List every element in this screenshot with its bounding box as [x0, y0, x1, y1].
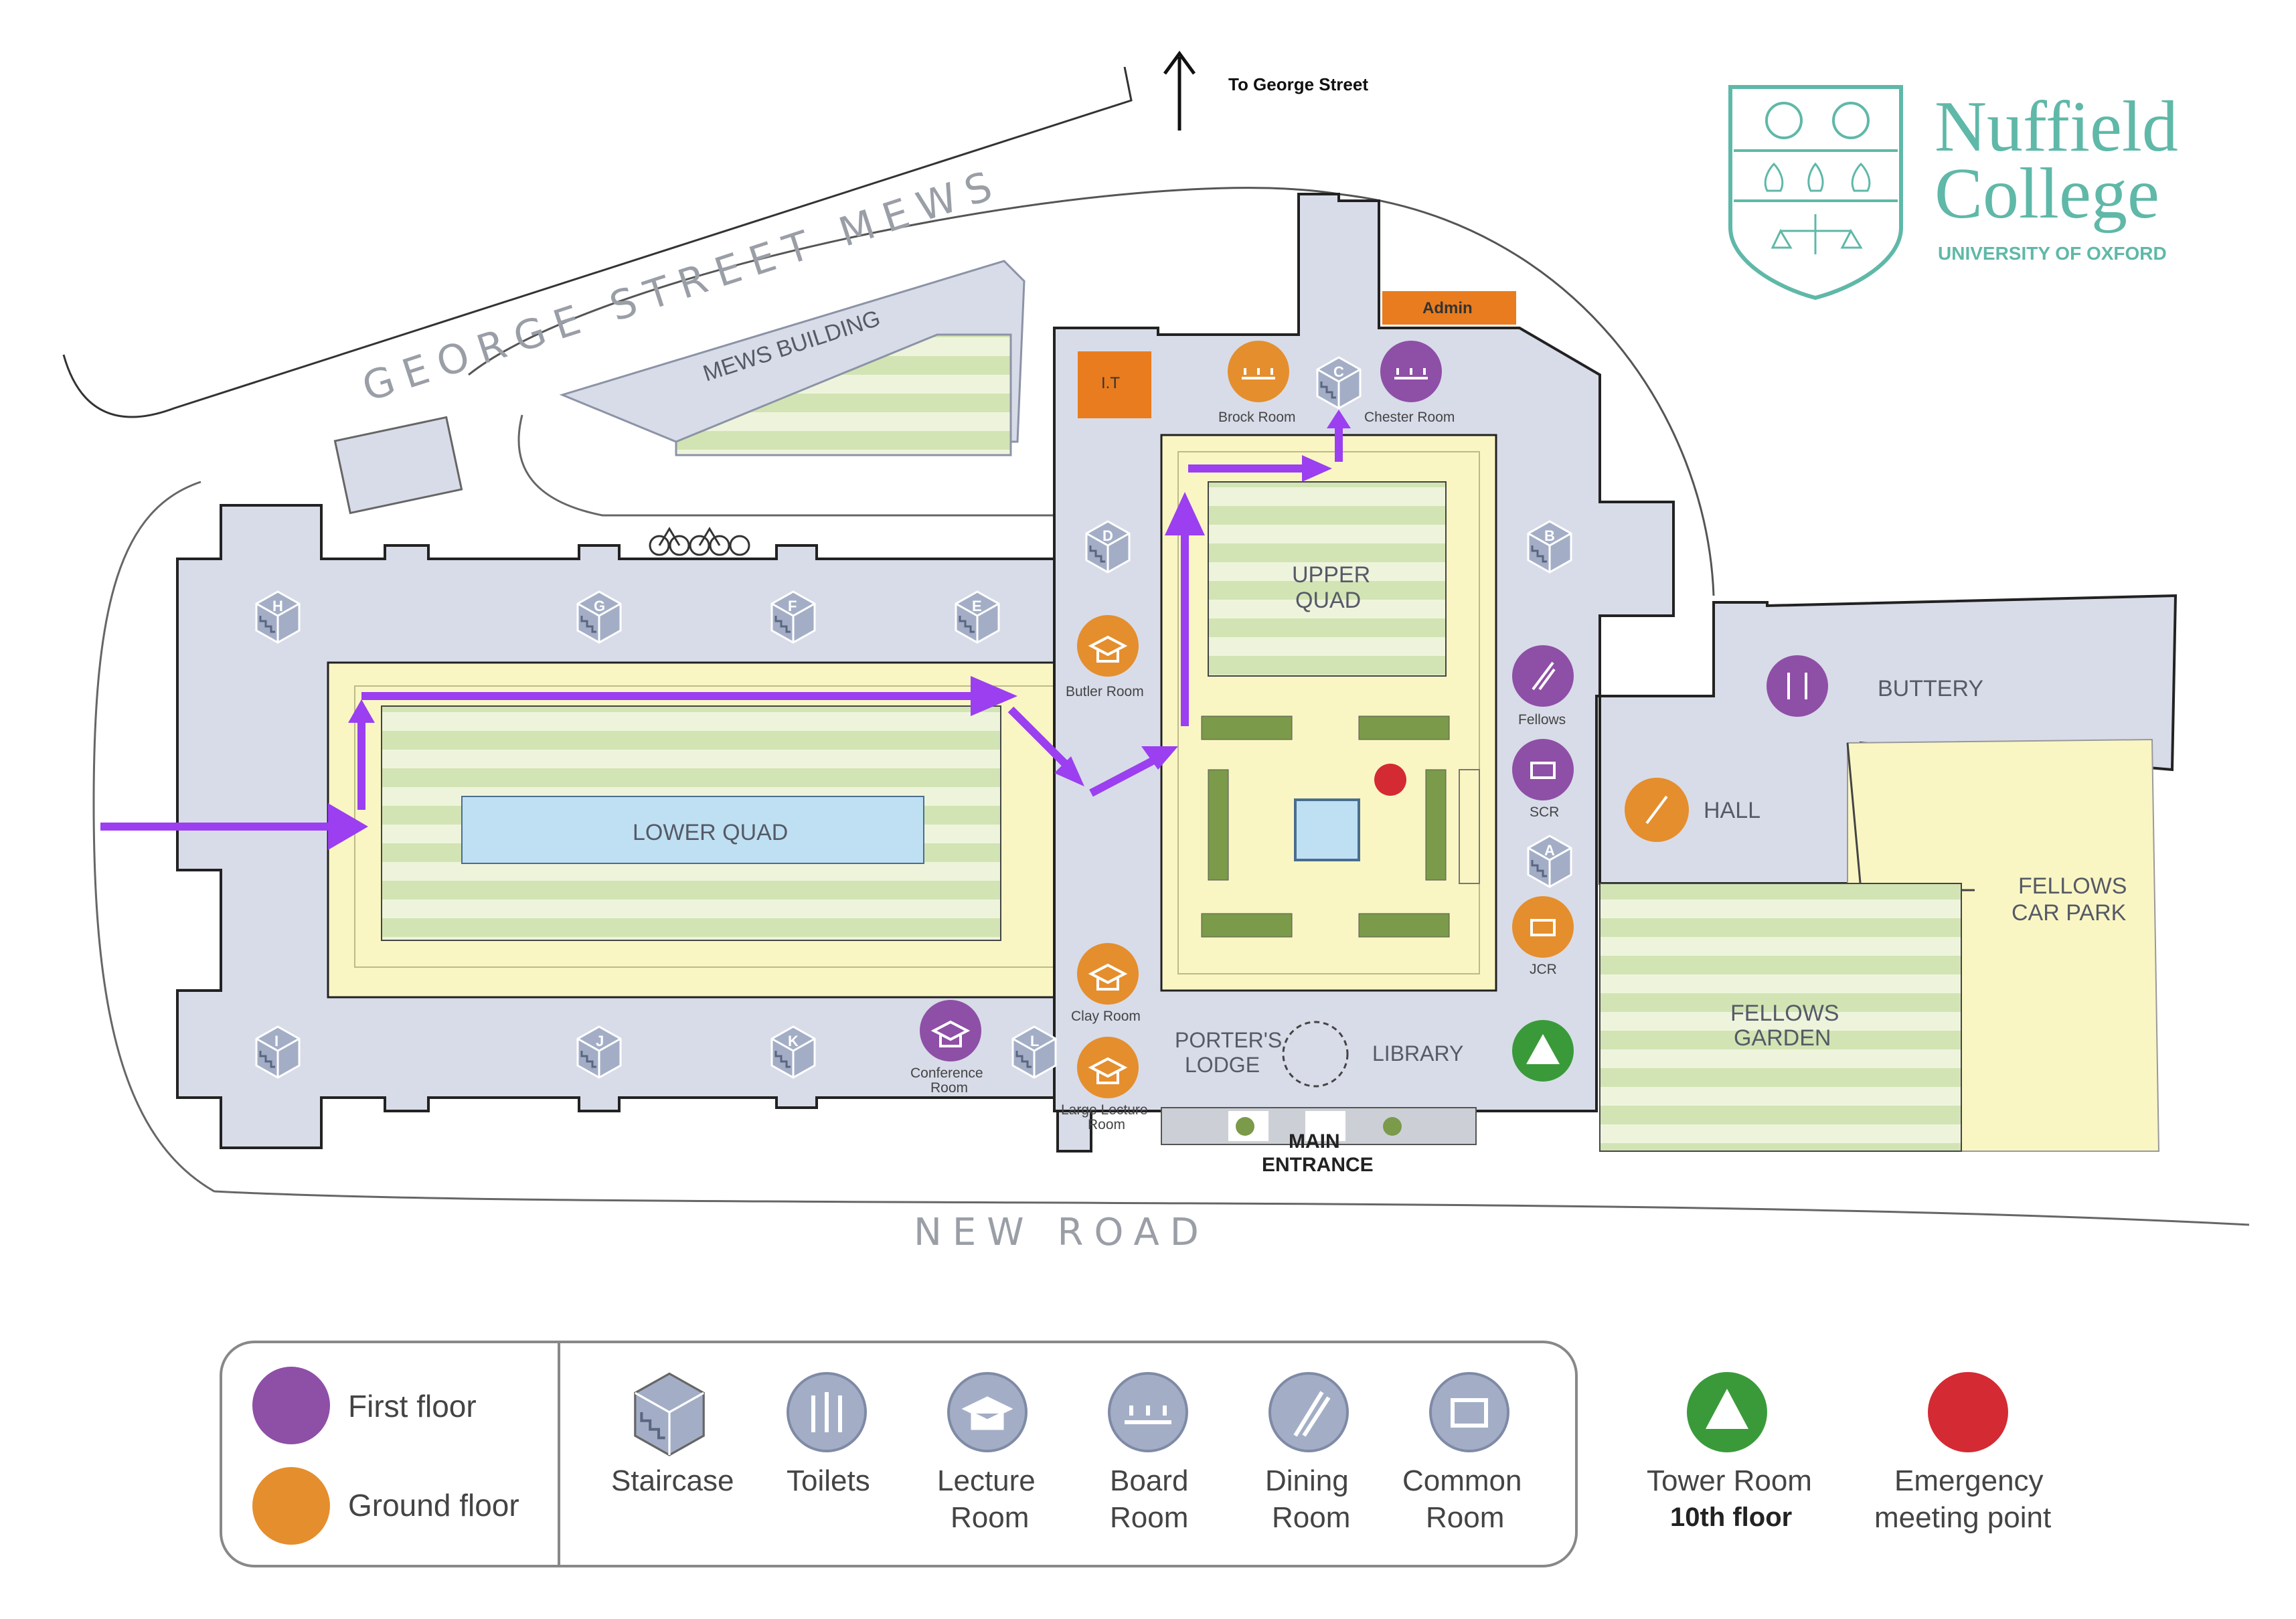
- mews-road-line-north: [62, 66, 1133, 418]
- porters-lodge-label-1: PORTER'S: [1175, 1028, 1282, 1052]
- buttery-label: BUTTERY: [1878, 676, 1983, 701]
- legend-board-1: Board: [1110, 1464, 1188, 1497]
- hall-label: HALL: [1704, 798, 1760, 823]
- garden-label-2: GARDEN: [1734, 1025, 1831, 1051]
- legend: First floor Ground floor Staircase Toile…: [220, 1341, 2051, 1567]
- hedges: [1201, 715, 1450, 938]
- logo-name-line2: College: [1935, 154, 2159, 234]
- mews-road-line-south: [468, 187, 1715, 596]
- svg-text:Chester Room: Chester Room: [1364, 410, 1455, 425]
- legend-tower-1: Tower Room: [1647, 1464, 1812, 1497]
- library-label: LIBRARY: [1372, 1041, 1463, 1066]
- route-arrowheads: [328, 410, 1351, 850]
- legend-box: [220, 1341, 1578, 1567]
- tower-room-glyph: [1526, 1034, 1560, 1064]
- svg-text:E: E: [972, 598, 982, 614]
- legend-dining-1: Dining: [1265, 1464, 1349, 1497]
- garden-label-1: FELLOWS: [1730, 1001, 1839, 1026]
- legend-emergency-2: meeting point: [1874, 1501, 2051, 1534]
- conference-room-marker: [920, 1000, 981, 1061]
- fountain: [1294, 798, 1360, 861]
- svg-text:Butler Room: Butler Room: [1066, 684, 1144, 699]
- svg-text:Room: Room: [1088, 1117, 1125, 1132]
- svg-text:L: L: [1030, 1033, 1039, 1049]
- fellows-garden: [1599, 883, 1962, 1152]
- svg-text:Conference: Conference: [910, 1066, 983, 1081]
- room-labels: Brock Room Chester Room Butler Room Fell…: [910, 410, 1566, 1132]
- inner-curve: [517, 414, 1084, 517]
- svg-text:Brock Room: Brock Room: [1218, 410, 1296, 425]
- main-entrance-label-1: MAIN: [1289, 1130, 1340, 1153]
- it-block: [1078, 351, 1151, 418]
- svg-text:K: K: [788, 1033, 799, 1049]
- route-arrows: [100, 422, 1343, 831]
- room-glyphs: [930, 368, 1807, 1084]
- legend-lecture-1: Lecture: [937, 1464, 1036, 1497]
- svg-text:JCR: JCR: [1530, 962, 1557, 977]
- staircase-letters: A B C D E F G H I J K L: [272, 363, 1555, 1049]
- svg-text:J: J: [596, 1033, 604, 1049]
- jcr-marker: [1512, 896, 1574, 958]
- emergency-point-marker: [1374, 764, 1406, 796]
- admin-block: [1382, 291, 1516, 325]
- porters-lodge-label-2: LODGE: [1185, 1053, 1260, 1077]
- car-park-label-1: FELLOWS: [2018, 873, 2127, 899]
- scr-marker: [1512, 739, 1574, 800]
- first-floor-swatch: [252, 1367, 330, 1444]
- legend-dining-2: Room: [1272, 1501, 1350, 1534]
- buttery-toilets-marker: [1767, 655, 1828, 717]
- upper-quad-label-2: QUAD: [1295, 588, 1361, 613]
- car-park-label-2: CAR PARK: [2012, 900, 2127, 926]
- svg-text:Room: Room: [930, 1080, 968, 1096]
- svg-text:D: D: [1102, 527, 1113, 544]
- svg-text:Clay Room: Clay Room: [1071, 1009, 1141, 1024]
- site-boundary-west: [92, 481, 2250, 1226]
- lower-quad-label: LOWER QUAD: [633, 820, 788, 845]
- svg-text:A: A: [1544, 842, 1555, 859]
- svg-text:SCR: SCR: [1530, 804, 1559, 820]
- svg-text:F: F: [788, 598, 797, 614]
- legend-emergency-1: Emergency: [1894, 1464, 2044, 1497]
- svg-text:I: I: [274, 1033, 278, 1049]
- legend-toilets: Toilets: [787, 1464, 870, 1497]
- legend-common-2: Room: [1426, 1501, 1504, 1534]
- north-arrow: [1163, 50, 1196, 131]
- admin-label: Admin: [1422, 299, 1473, 317]
- legend-common-1: Common: [1402, 1464, 1522, 1497]
- svg-text:G: G: [594, 598, 605, 614]
- legend-lecture-2: Room: [951, 1501, 1029, 1534]
- lower-quad-pool: [461, 796, 924, 864]
- road-new: NEW ROAD: [914, 1211, 1210, 1254]
- legend-tower-2: 10th floor: [1670, 1503, 1792, 1532]
- legend-common-icon: [1429, 1372, 1509, 1452]
- legend-ground-floor: Ground floor: [348, 1488, 519, 1523]
- clay-room-marker: [1077, 943, 1139, 1005]
- logo-subtitle: UNIVERSITY OF OXFORD: [1938, 243, 2167, 264]
- logo-name-line1: Nuffield: [1935, 87, 2178, 167]
- svg-text:H: H: [272, 598, 283, 614]
- bicycle-icon: [649, 527, 750, 556]
- legend-staircase: Staircase: [611, 1464, 734, 1497]
- mews-building: [333, 260, 1026, 515]
- svg-text:Fellows: Fellows: [1518, 712, 1566, 728]
- main-entrance-label-2: ENTRANCE: [1262, 1154, 1374, 1176]
- butler-room-marker: [1077, 615, 1139, 677]
- college-crest: [1728, 85, 1903, 301]
- legend-emergency-icon: [1928, 1372, 2008, 1452]
- it-label: I.T: [1101, 374, 1120, 392]
- upper-quad-label-1: UPPER: [1292, 562, 1370, 588]
- svg-text:C: C: [1333, 363, 1344, 380]
- north-label: To George Street: [1228, 74, 1368, 94]
- legend-staircase-icon: [634, 1372, 705, 1456]
- large-lecture-marker: [1077, 1037, 1139, 1098]
- legend-first-floor: First floor: [348, 1389, 477, 1424]
- ground-floor-swatch: [252, 1467, 330, 1545]
- legend-board-2: Room: [1110, 1501, 1188, 1534]
- svg-text:Large Lecture: Large Lecture: [1061, 1102, 1148, 1118]
- upper-quad-lawn: [1208, 481, 1447, 677]
- svg-text:B: B: [1544, 527, 1555, 544]
